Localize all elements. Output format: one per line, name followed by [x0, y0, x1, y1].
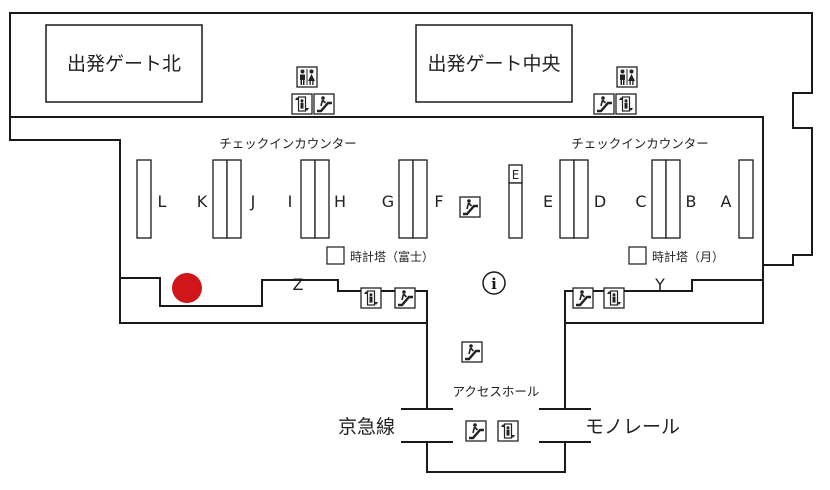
restroom-icon	[296, 66, 318, 88]
counter-letter-b: B	[686, 192, 697, 211]
counter-island-cb-right	[665, 159, 681, 239]
counter-letter-a: A	[721, 192, 732, 211]
checkin-header-right: チェックインカウンター	[571, 136, 709, 151]
counter-island-cb-left	[651, 159, 667, 239]
station-exits	[401, 408, 591, 443]
counter-island-l	[136, 159, 152, 239]
counter-letter-e: E	[543, 192, 553, 211]
restroom-icon	[616, 66, 638, 88]
escalator-icon	[464, 419, 488, 443]
floor-walls	[9, 12, 813, 473]
checkin-header-left: チェックインカウンター	[219, 136, 357, 151]
monorail-label: モノレール	[585, 416, 680, 438]
escalator-icon	[312, 92, 336, 116]
escalator-icon	[571, 286, 595, 310]
counter-island-gf-right	[412, 159, 428, 239]
counter-letter-d: D	[594, 192, 606, 211]
information-symbol: i	[491, 275, 497, 293]
counter-island-kj-right	[226, 159, 242, 239]
counter-island-e	[508, 182, 523, 239]
elevator-icon	[615, 93, 637, 115]
clock-tower-tsuki-label: 時計塔（月）	[652, 249, 724, 264]
clock-tower-fuji-icon	[326, 246, 345, 265]
counter-island-ed-left	[559, 159, 575, 239]
counter-island-a	[738, 159, 754, 239]
counter-island-gf-left	[398, 159, 414, 239]
counter-islands	[136, 159, 754, 239]
escalator-icon	[393, 286, 417, 310]
counter-letters: L K J I H G F E D C B A	[158, 192, 732, 211]
current-location-marker	[172, 273, 202, 303]
counter-letter-i: I	[288, 192, 293, 211]
counter-island-kj-left	[212, 159, 228, 239]
elevator-icon	[603, 287, 625, 309]
gate-north-box	[45, 24, 203, 103]
counter-letter-h: H	[334, 192, 346, 211]
information-icon[interactable]: i	[482, 271, 506, 295]
elevator-icon	[360, 287, 382, 309]
gate-north-label: 出発ゲート北	[67, 53, 181, 75]
counter-letter-j: J	[250, 192, 256, 211]
gate-center-box	[415, 24, 573, 103]
counter-island-ih-right	[314, 159, 330, 239]
counter-island-ih-left	[300, 159, 316, 239]
area-y-label: Y	[654, 275, 665, 294]
escalator-icon	[458, 195, 482, 219]
counter-island-ed-right	[573, 159, 589, 239]
escalator-icon	[592, 92, 616, 116]
counter-e-small-label: E	[512, 168, 520, 182]
counter-letter-c: C	[635, 192, 646, 211]
elevator-icon	[497, 420, 519, 442]
access-hall-label: アクセスホール	[453, 384, 540, 399]
counter-letter-g: G	[382, 192, 394, 211]
counter-letter-k: K	[197, 192, 208, 211]
elevator-icon	[291, 93, 313, 115]
clock-tower-tsuki-icon	[628, 246, 647, 265]
area-z-label: Z	[293, 275, 304, 294]
counter-letter-l: L	[158, 192, 167, 211]
escalator-icon	[460, 340, 484, 364]
counter-letter-f: F	[434, 192, 443, 211]
keikyu-line-label: 京急線	[338, 416, 395, 438]
clock-tower-fuji-label: 時計塔（富士）	[350, 249, 434, 264]
gate-center-label: 出発ゲート中央	[427, 53, 560, 75]
